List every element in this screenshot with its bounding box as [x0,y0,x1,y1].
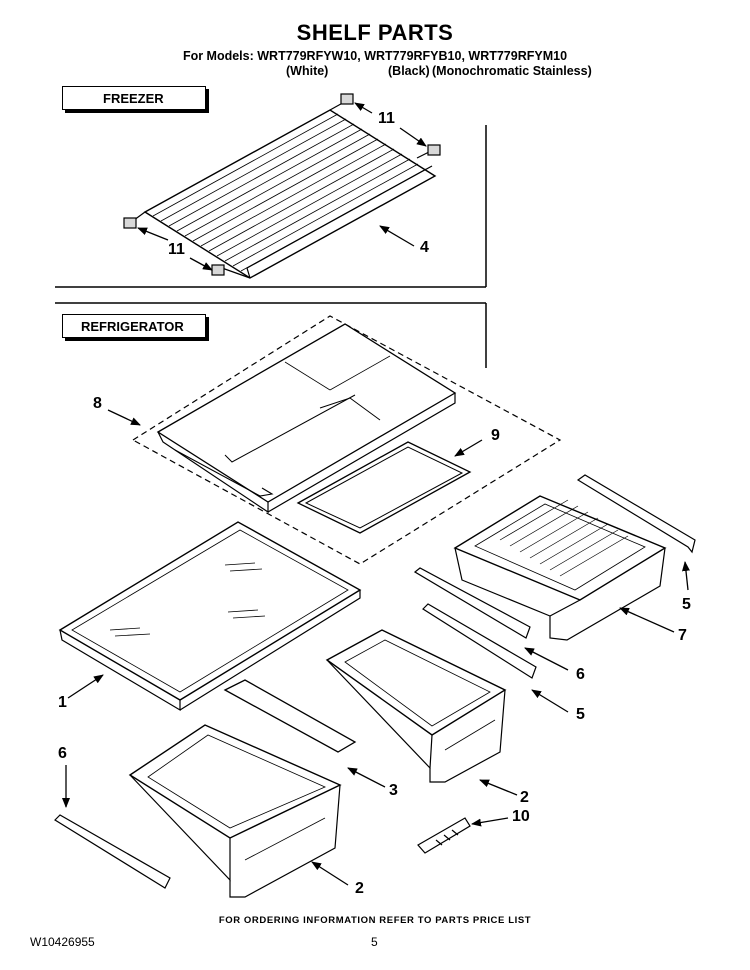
section-frame-lines [55,125,487,368]
ordering-note: FOR ORDERING INFORMATION REFER TO PARTS … [218,915,532,926]
shelf-assembly-outline [131,315,562,565]
callout-7: 7 [678,627,687,644]
callout-5-top: 5 [682,596,691,613]
callout-2-bottom: 2 [355,880,364,897]
freezer-section-label: FREEZER [62,86,206,110]
color-white-label: (White) [286,64,329,78]
refrigerator-section-label: REFRIGERATOR [62,314,206,338]
callout-11-bottom: 11 [168,241,185,258]
callout-6-mid: 6 [576,666,585,683]
crisper-drawer-right [325,629,507,783]
callout-9: 9 [491,427,500,444]
callout-5-mid: 5 [576,706,585,723]
crisper-cover [223,679,357,753]
document-id: W10426955 [30,935,95,949]
callout-6-left: 6 [58,745,67,762]
callout-2-right: 2 [520,789,529,806]
color-black-label: (Black) [388,64,430,78]
refrigerator-shelf-frame [156,323,457,514]
page-number: 5 [371,935,378,949]
color-stainless-label: (Monochromatic Stainless) [432,64,592,78]
models-line: For Models: WRT779RFYW10, WRT779RFYB10, … [182,49,568,63]
callout-1: 1 [58,694,67,711]
meat-pan [453,495,667,641]
crisper-drawer-bottom [128,724,342,898]
humidity-control [417,817,471,854]
callout-8: 8 [93,395,102,412]
callout-11-top: 11 [378,110,395,127]
callout-4: 4 [420,239,429,256]
pan-slide-rails [54,474,696,889]
callout-10: 10 [512,808,530,825]
callout-3: 3 [389,782,398,799]
glass-insert [296,441,472,534]
shelf-end-caps [123,93,441,276]
glass-shelf [58,521,362,712]
freezer-wire-shelf [129,99,437,279]
callout-leader-arrows [62,102,690,886]
page-title: SHELF PARTS [296,20,454,45]
